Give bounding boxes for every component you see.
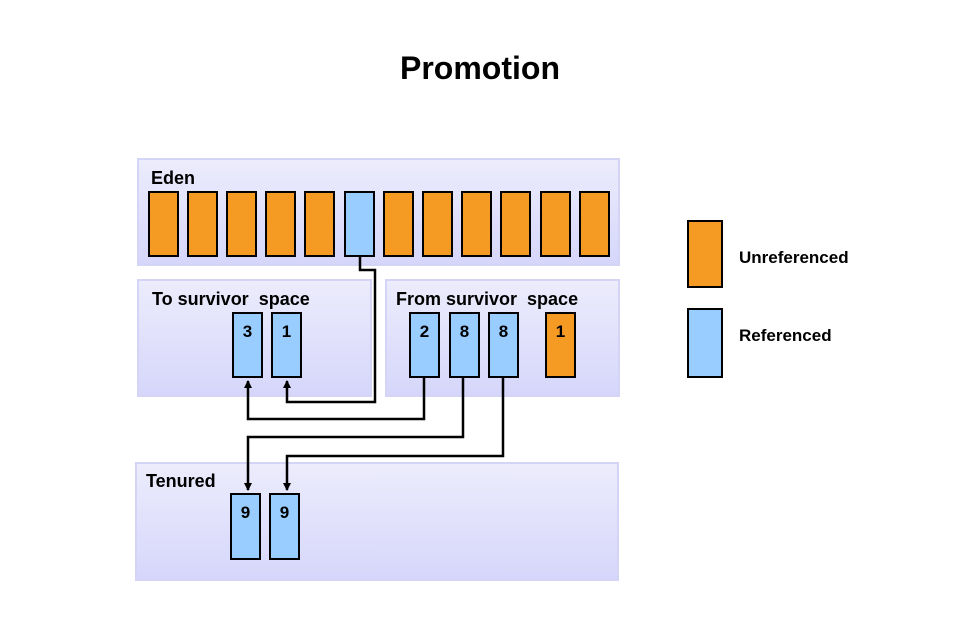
to-survivor-object: 1 <box>271 312 302 378</box>
eden-object <box>540 191 571 257</box>
tenured-object: 9 <box>269 493 300 560</box>
eden-object <box>383 191 414 257</box>
tenured-region <box>135 462 619 581</box>
arrow-age8-to-tenured-1 <box>244 378 465 491</box>
tenured-object: 9 <box>230 493 261 560</box>
eden-object <box>579 191 610 257</box>
from-survivor-object: 8 <box>488 312 519 378</box>
eden-object <box>148 191 179 257</box>
legend-unreferenced-swatch <box>687 220 723 288</box>
eden-object <box>304 191 335 257</box>
legend-unreferenced-label: Unreferenced <box>739 248 849 267</box>
legend-referenced-swatch <box>687 308 723 378</box>
from-survivor-object-unreferenced: 1 <box>545 312 576 378</box>
arrow-age2-to-survivor <box>244 378 426 421</box>
eden-object <box>226 191 257 257</box>
tenured-label: Tenured <box>146 471 216 491</box>
arrow-eden-to-survivor <box>283 257 377 404</box>
eden-object <box>422 191 453 257</box>
arrow-age8-to-tenured-2 <box>283 378 505 491</box>
eden-object <box>500 191 531 257</box>
diagram-title: Promotion <box>400 50 560 86</box>
eden-object <box>461 191 492 257</box>
from-survivor-object: 2 <box>409 312 440 378</box>
eden-object-referenced <box>344 191 375 257</box>
from-survivor-object: 8 <box>449 312 480 378</box>
eden-label: Eden <box>151 168 196 188</box>
eden-object <box>265 191 296 257</box>
to-survivor-label: To survivor space <box>152 289 310 309</box>
from-survivor-label: From survivor space <box>396 289 579 309</box>
eden-object <box>187 191 218 257</box>
to-survivor-object: 3 <box>232 312 263 378</box>
legend-referenced-label: Referenced <box>739 326 832 345</box>
